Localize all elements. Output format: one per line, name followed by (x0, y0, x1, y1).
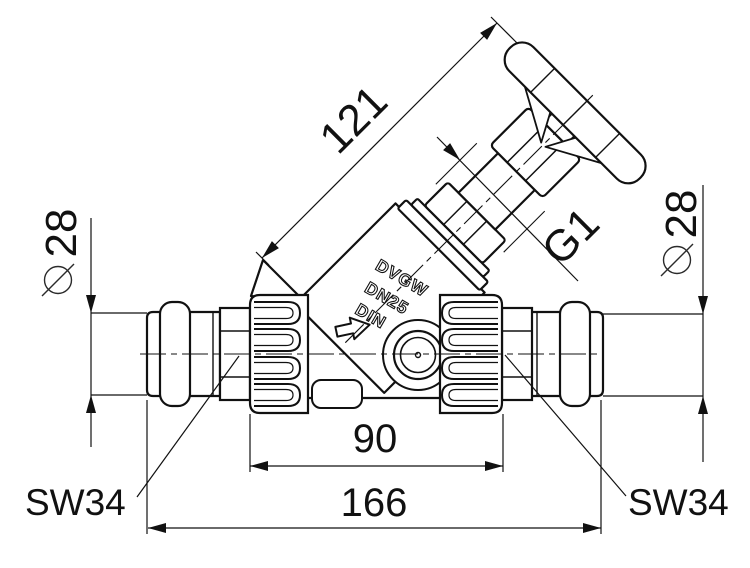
arrowhead (528, 228, 545, 245)
pipe-stubs (91, 312, 703, 397)
diameter-symbol-slash (41, 263, 75, 297)
arrowhead (262, 241, 279, 258)
dimension-arrowheads (86, 23, 708, 533)
castellation-slot-inner (448, 361, 498, 375)
castellation-slot (440, 328, 498, 352)
arrowhead (86, 295, 96, 313)
diameter-symbol-slash (660, 243, 694, 277)
arrowhead (480, 23, 497, 40)
arrowhead (698, 396, 708, 414)
castellation-slot-inner (254, 361, 294, 375)
handwheel-segment-line (530, 67, 556, 93)
dim-dia28-right-label: 28 (657, 190, 706, 239)
dim-line-121 (261, 22, 498, 259)
g1-extension-line (435, 142, 478, 185)
union-nut-right (438, 293, 504, 415)
diameter-symbols (41, 243, 694, 297)
castellation-slot-inner (254, 333, 294, 347)
arrowhead (443, 143, 460, 160)
union-nut-right-castellations (440, 301, 498, 407)
wrench-size-right-label: SW34 (628, 482, 729, 523)
castellation-slot-inner (448, 388, 498, 402)
arrowhead (86, 395, 96, 413)
leader-sw34-right (504, 354, 627, 497)
castellation-slot-inner (448, 333, 498, 347)
arrowhead (485, 461, 503, 471)
castellation-slot (254, 328, 302, 352)
castellation-slot (440, 356, 498, 380)
body-bottom-boss (311, 379, 363, 409)
castellation-slot-inner (254, 306, 294, 320)
wrench-size-left-label: SW34 (25, 482, 126, 523)
castellation-slot (440, 301, 498, 325)
leader-sw34-left (136, 355, 240, 498)
dim-166-label: 166 (341, 481, 408, 525)
bonnet-axis-group (344, 94, 594, 344)
drain-boss-center (414, 351, 422, 359)
diameter-symbol-icon (662, 245, 692, 275)
drain-boss (382, 319, 454, 391)
diameter-symbol-icon (43, 265, 73, 295)
dim-121-label: 121 (310, 76, 397, 163)
castellation-slot (254, 383, 302, 407)
dim-dia28-left-label: 28 (37, 209, 86, 258)
dim-ext-121-top (490, 16, 518, 44)
bonnet-axis-centerline (344, 94, 594, 344)
handwheel-segment-line (595, 132, 621, 158)
thread-g1-label: G1 (533, 199, 609, 275)
union-nut-left-castellations (254, 301, 302, 407)
g1-extension-line (503, 210, 546, 253)
castellation-slot-inner (254, 388, 294, 402)
dim-90-label: 90 (353, 417, 398, 461)
castellation-slot (440, 383, 498, 407)
bonnet-hex-flat-line (462, 220, 488, 245)
dim-ext-121-bottom (255, 251, 270, 266)
dim-line-g1 (436, 136, 579, 282)
castellation-slot (254, 301, 302, 325)
castellation-slot-inner (448, 306, 498, 320)
bonnet-hex-flat-line (443, 200, 468, 226)
arrowhead (698, 296, 708, 314)
dimension-lines (90, 16, 704, 534)
arrowhead (148, 523, 166, 533)
arrowhead (250, 461, 268, 471)
castellation-slot (254, 356, 302, 380)
arrowhead (583, 523, 601, 533)
flow-direction-arrow-icon (334, 316, 371, 341)
